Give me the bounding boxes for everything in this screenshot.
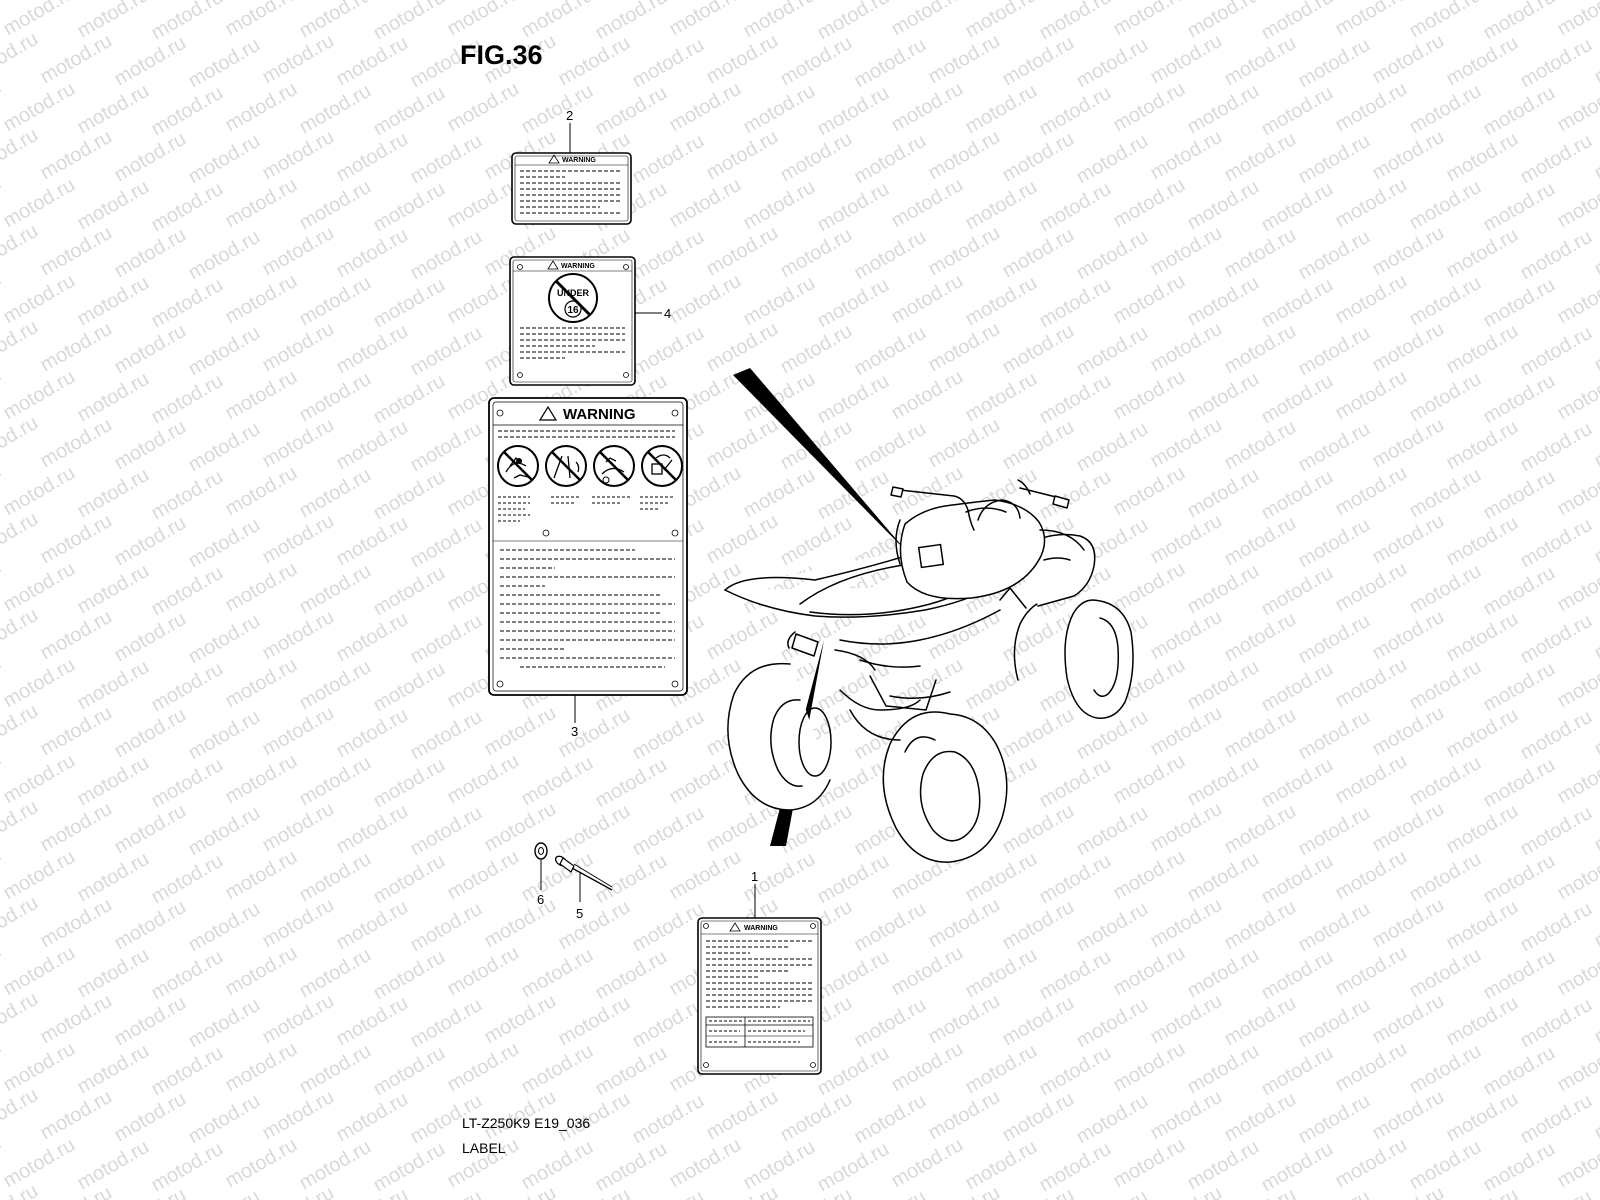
label-3-large-warning[interactable]: WARNING — [488, 397, 688, 696]
warning-heading: WARNING — [563, 406, 636, 423]
callout-3: 3 — [571, 724, 578, 739]
rivet-part-5[interactable] — [554, 854, 613, 891]
no-under-16-icon: UNDER 16 — [548, 273, 598, 323]
washer-part-6[interactable] — [534, 842, 548, 860]
warning-triangle-icon — [548, 154, 560, 164]
warning-heading: WARNING — [562, 157, 596, 164]
callout-5: 5 — [576, 906, 583, 921]
no-passenger-icon — [497, 445, 539, 487]
no-alcohol-icon — [593, 445, 635, 487]
under-age-text: UNDER — [557, 288, 590, 298]
warning-triangle-icon — [547, 260, 559, 270]
section-name: LABEL — [462, 1140, 506, 1156]
label-1-warning[interactable]: WARNING — [697, 917, 822, 1075]
callout-6: 6 — [537, 892, 544, 907]
figure-title: FIG.36 — [460, 40, 543, 70]
warning-triangle-icon — [729, 922, 741, 932]
callout-2: 2 — [566, 108, 573, 123]
no-helmetless-riding-icon — [641, 445, 683, 487]
label-2-small-warning[interactable]: WARNING — [511, 152, 632, 225]
warning-triangle-icon — [538, 405, 558, 421]
atv-illustration — [724, 479, 1134, 863]
spec-table — [705, 1016, 814, 1048]
warning-heading: WARNING — [744, 925, 778, 932]
pointer-wedge-upper — [733, 368, 908, 553]
no-paved-road-icon — [545, 445, 587, 487]
under-age-number: 16 — [567, 305, 579, 316]
callout-4: 4 — [664, 306, 671, 321]
label-4-under-16-warning[interactable]: WARNING UNDER 16 — [509, 256, 636, 386]
callout-1: 1 — [751, 869, 758, 884]
model-code: LT-Z250K9 E19_036 — [462, 1115, 591, 1131]
prohibition-pictograms — [497, 445, 683, 487]
warning-heading: WARNING — [561, 263, 595, 270]
